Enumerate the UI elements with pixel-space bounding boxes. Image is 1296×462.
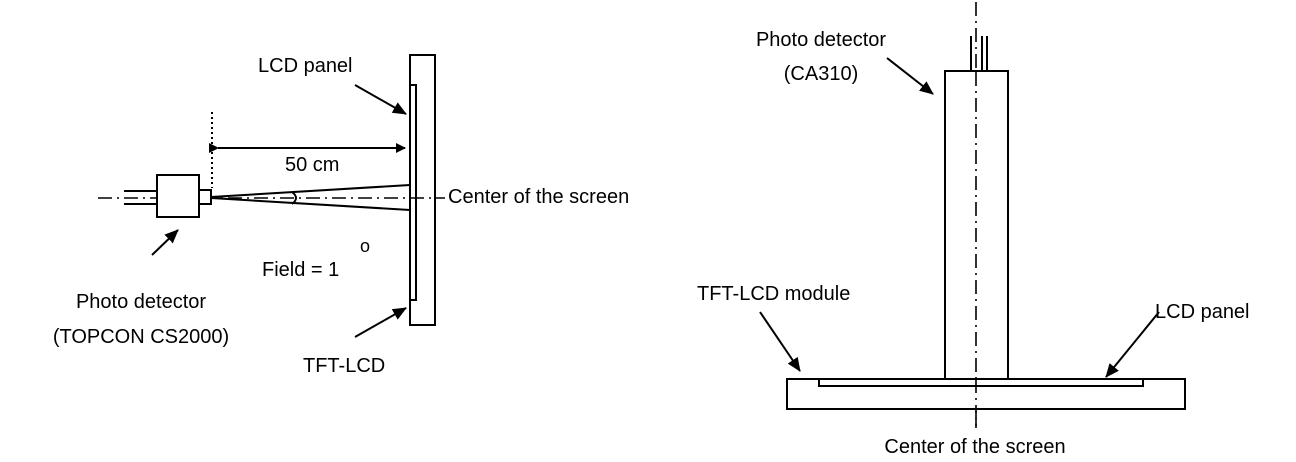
field-label: Field = 1 [262,259,339,281]
detector-lens [198,189,212,205]
center-of-screen-label-left: Center of the screen [448,186,629,208]
right-diagram: Photo detector (CA310) TFT-LCD module LC… [697,2,1250,458]
angle-arc [291,191,297,205]
lcd-panel-label-right: LCD panel [1155,301,1250,323]
detector-arrow [151,229,179,256]
degree-mark: o [360,236,370,256]
detector-label-line1: Photo detector [76,291,206,313]
module-arrow [759,311,801,372]
lcd-panel-strip-right [818,378,1144,387]
tft-lcd-arrow [354,307,407,338]
ca310-arrow [886,57,934,95]
ca310-label-line1: Photo detector [756,29,886,51]
detector-label-line2: (TOPCON CS2000) [53,326,229,348]
distance-label: 50 cm [285,154,339,176]
lcd-panel-arrow-right [1105,311,1160,378]
ca310-label-line2: (CA310) [784,63,858,85]
fov-line-top [210,184,411,198]
lcd-panel-label: LCD panel [258,55,353,77]
lcd-panel-strip [409,84,417,301]
fov-line-bottom [210,197,411,211]
center-of-screen-label-right: Center of the screen [884,436,1065,458]
photo-detector-body [156,174,200,218]
lcd-panel-arrow [354,84,407,115]
left-diagram: LCD panel 50 cm Center of the screen Fie… [53,54,629,377]
module-label: TFT-LCD module [697,283,850,305]
tft-lcd-label: TFT-LCD [303,355,385,377]
